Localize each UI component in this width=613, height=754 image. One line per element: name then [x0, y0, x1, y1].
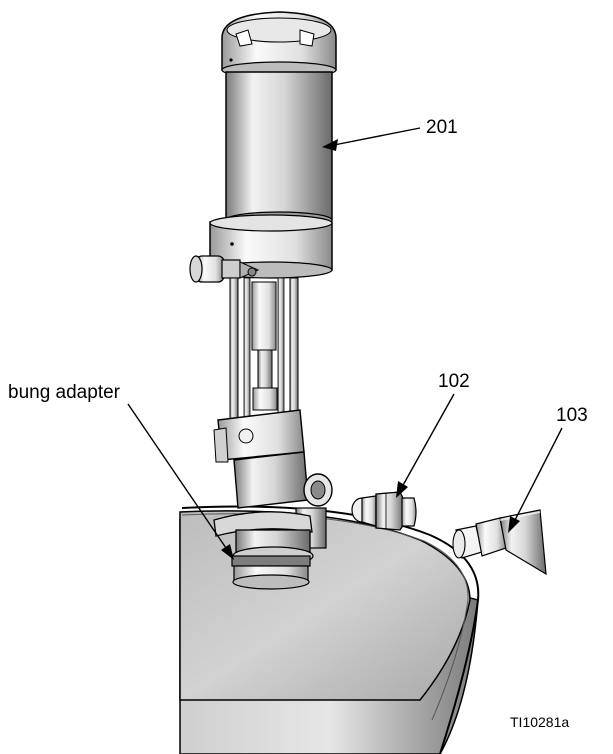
air-motor: [210, 12, 336, 278]
hose: [453, 510, 546, 574]
callout-102: 102: [438, 372, 470, 391]
pump-shaft: [258, 350, 272, 390]
motor-barrel: [226, 72, 332, 220]
figure-id: TI10281a: [510, 715, 569, 729]
leader-line-102: [396, 394, 454, 498]
callout-103: 103: [556, 406, 588, 425]
leader-line-201: [322, 128, 420, 151]
callout-bung-adapter: bung adapter: [8, 383, 120, 402]
callout-201: 201: [426, 118, 458, 137]
drum: [180, 507, 478, 754]
